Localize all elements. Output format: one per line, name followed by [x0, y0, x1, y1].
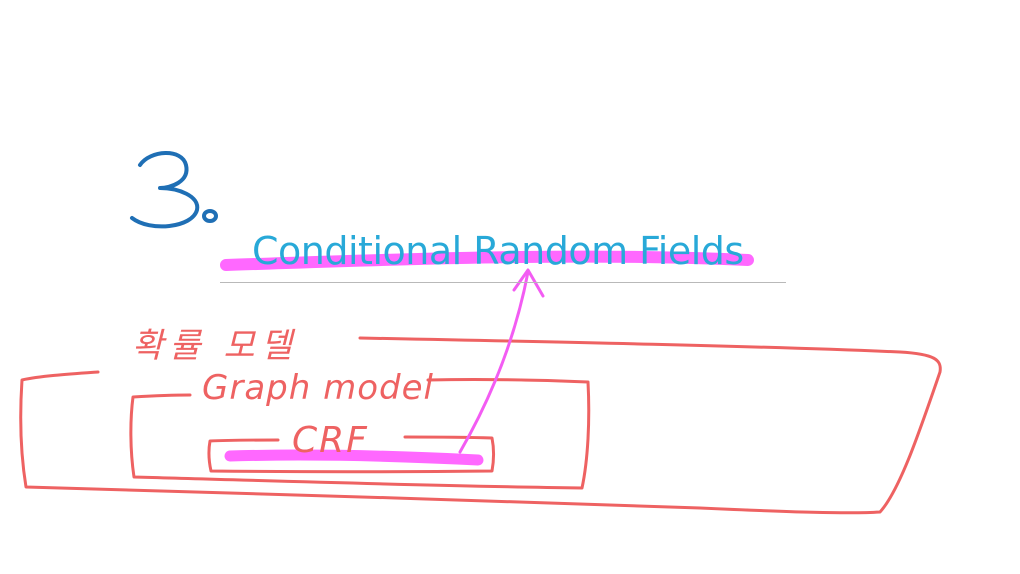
title-divider [220, 282, 786, 283]
middle-box-graph-model [129, 378, 591, 490]
label-probability-model: 확률 모델 [132, 326, 298, 366]
section-number-3 [130, 151, 218, 229]
slide-title: Conditional Random Fields [252, 229, 744, 273]
label-graph-model: Graph model [202, 368, 434, 408]
arrow-crf-to-title [458, 268, 545, 454]
label-crf: CRF [292, 420, 369, 461]
outer-box-probability-model [19, 336, 942, 515]
inner-box-crf [207, 435, 495, 474]
title-highlight-stroke [220, 250, 754, 271]
crf-highlight-stroke [224, 449, 484, 466]
